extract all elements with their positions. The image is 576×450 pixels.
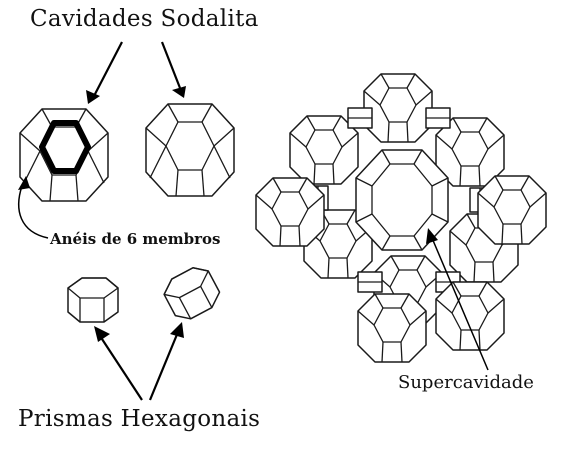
arrow-to-supercage xyxy=(426,228,489,371)
label-hexagonal-prisms: Prismas Hexagonais xyxy=(18,406,261,432)
hexagonal-prism-right xyxy=(158,261,225,326)
faujasite-framework xyxy=(255,73,547,363)
sodalite-cage xyxy=(145,103,235,197)
hexagonal-prism-left xyxy=(67,277,119,323)
arrow-to-sodalite-left xyxy=(86,41,123,104)
arrow-to-six-ring xyxy=(18,176,49,239)
arrow-to-sodalite-right xyxy=(160,41,186,98)
sodalite-cage-highlighted xyxy=(19,108,109,202)
label-sodalite-cavities: Cavidades Sodalita xyxy=(30,6,259,32)
label-supercage: Supercavidade xyxy=(398,372,534,393)
arrow-to-prism-left xyxy=(94,326,143,401)
label-six-member-rings: Anéis de 6 membros xyxy=(50,230,221,248)
arrow-to-prism-right xyxy=(148,322,184,401)
